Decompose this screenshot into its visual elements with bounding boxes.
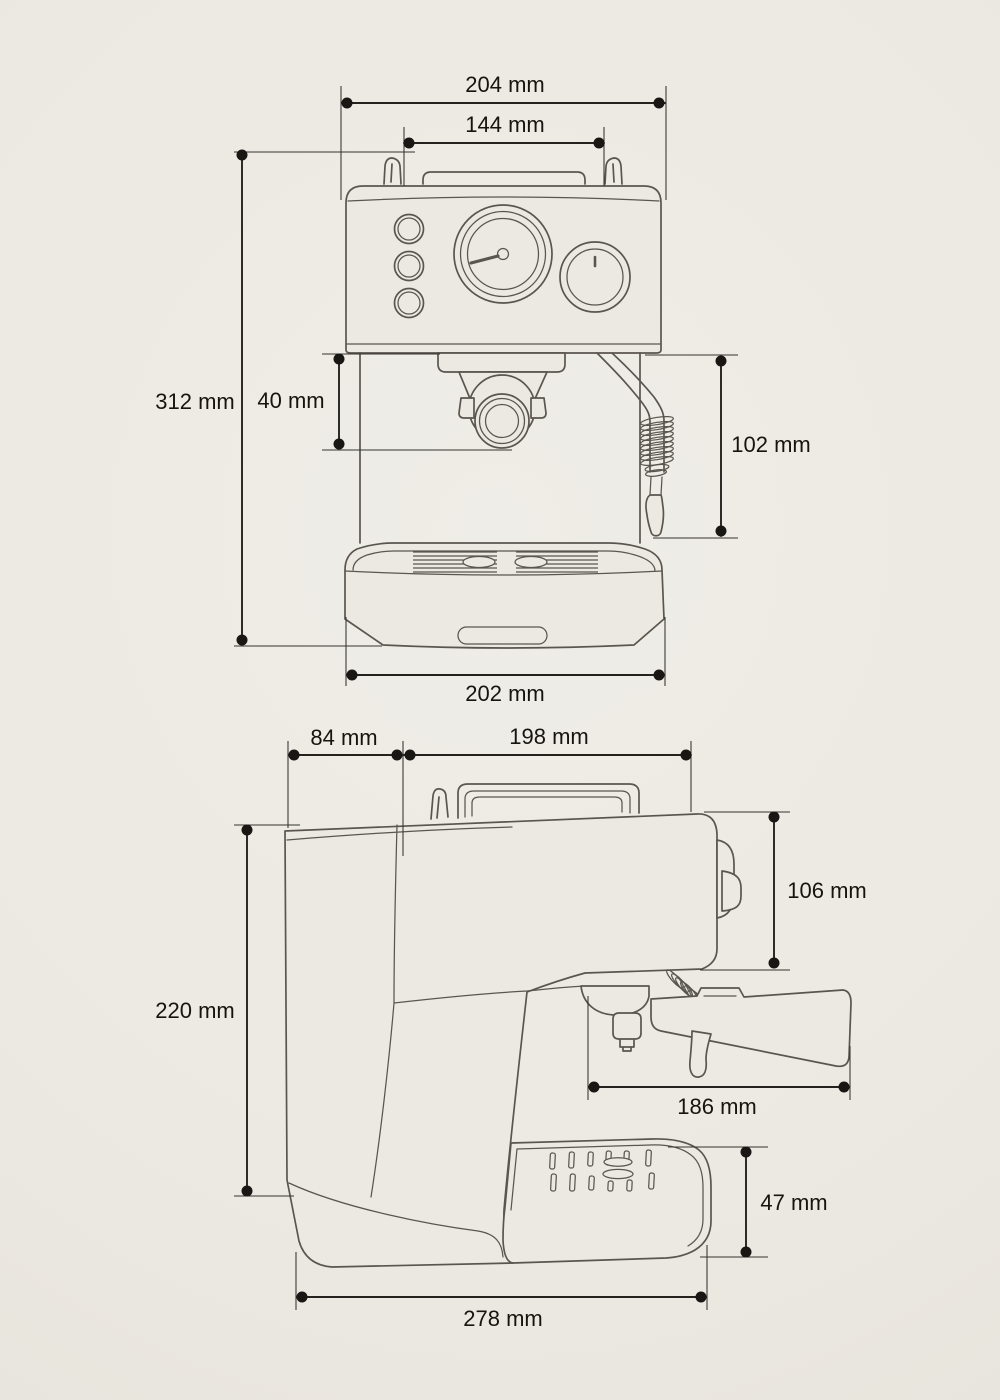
dim-label-body-height: 220 mm xyxy=(155,998,234,1023)
dim-side-head-section-height: 106 mm xyxy=(700,811,867,971)
dim-front-group-head-height: 40 mm xyxy=(257,353,512,451)
side-handle-large-outer xyxy=(457,783,640,819)
dim-label-overall-width: 204 mm xyxy=(465,72,544,97)
side-steam-tap xyxy=(612,1012,642,1052)
pressure-gauge xyxy=(453,204,553,304)
group-collar xyxy=(437,352,566,373)
side-portafilter-spout xyxy=(688,1030,712,1078)
front-dimensions: 204 mm 144 mm 312 mm 40 mm 102 mm xyxy=(155,72,810,706)
dim-label-head-section-height: 106 mm xyxy=(787,878,866,903)
dim-label-front-top-depth: 198 mm xyxy=(509,724,588,749)
side-counter-line xyxy=(393,985,585,1004)
dim-label-tank-lid-width: 144 mm xyxy=(465,112,544,137)
side-handle-small xyxy=(430,788,449,820)
tank-handle-right xyxy=(604,157,623,185)
dim-label-drip-tray-height: 47 mm xyxy=(760,1190,827,1215)
wand-spring xyxy=(640,415,674,477)
button-middle-inner xyxy=(397,254,421,278)
wand-tube xyxy=(596,352,665,473)
side-dimensions: 84 mm 198 mm 106 mm 220 mm 186 mm xyxy=(155,724,866,1331)
dim-front-tank-lid-width: 144 mm xyxy=(403,112,605,186)
dim-side-front-top-depth: 198 mm xyxy=(403,724,692,812)
side-portafilter xyxy=(650,987,852,1068)
side-cup-marker-top xyxy=(603,1157,633,1167)
base-rim xyxy=(352,550,656,572)
gauge-hub xyxy=(496,247,510,261)
front-view xyxy=(344,157,674,649)
tray-pull-slot xyxy=(457,626,548,645)
front-body-sides xyxy=(359,352,641,544)
dim-side-drip-tray-height: 47 mm xyxy=(668,1146,828,1258)
tank-handle-left xyxy=(383,157,402,185)
dim-side-rear-top-depth: 84 mm xyxy=(287,725,404,856)
front-head-unit xyxy=(345,185,662,354)
dim-side-body-height: 220 mm xyxy=(155,824,300,1197)
gauge-needle xyxy=(469,254,500,265)
dim-label-portafilter-reach: 186 mm xyxy=(677,1094,756,1119)
gauge-bezel xyxy=(453,204,553,304)
wand-tip xyxy=(645,494,665,537)
dim-label-overall-height: 312 mm xyxy=(155,389,234,414)
button-bottom-inner xyxy=(397,291,421,315)
side-knob-bump-inner xyxy=(721,870,742,912)
dim-front-overall-width: 204 mm xyxy=(340,72,667,200)
dim-front-steam-wand-height: 102 mm xyxy=(645,354,811,539)
button-middle xyxy=(393,250,425,282)
side-top-seam xyxy=(286,826,513,841)
side-body-outline xyxy=(284,813,718,1268)
base-outline xyxy=(344,542,665,649)
side-cup-marker-bottom xyxy=(602,1168,634,1180)
water-tank-lid xyxy=(422,171,586,185)
side-tray-outline xyxy=(502,1138,712,1264)
side-tray-rim xyxy=(510,1144,704,1247)
wand-lower-tube xyxy=(649,476,663,496)
portafilter-cup xyxy=(474,393,530,449)
side-handle-large-inner xyxy=(471,796,623,817)
gauge-ring xyxy=(459,210,547,298)
front-base xyxy=(344,542,665,649)
dim-label-overall-depth: 278 mm xyxy=(463,1306,542,1331)
group-head xyxy=(437,352,566,449)
side-skirt-line xyxy=(288,1182,504,1258)
dim-label-base-width: 202 mm xyxy=(465,681,544,706)
steam-knob xyxy=(559,241,631,313)
button-top-inner xyxy=(397,217,421,241)
dim-side-overall-depth: 278 mm xyxy=(295,1245,708,1331)
dim-label-group-head-height: 40 mm xyxy=(257,388,324,413)
cup-marker-left xyxy=(462,555,496,569)
button-column xyxy=(393,213,425,319)
portafilter-ring xyxy=(478,397,526,445)
dim-side-portafilter-reach: 186 mm xyxy=(587,996,851,1119)
knob-outer xyxy=(559,241,631,313)
dim-front-base-width: 202 mm xyxy=(345,617,666,706)
knob-inner xyxy=(566,248,624,306)
drip-grille xyxy=(413,551,598,573)
base-front-edge xyxy=(344,570,663,576)
side-handles xyxy=(430,783,640,820)
side-drip-tray xyxy=(502,1138,712,1264)
cup-marker-right xyxy=(514,555,548,569)
button-top xyxy=(393,213,425,245)
dim-front-overall-height: 312 mm xyxy=(155,149,415,647)
gauge-dial xyxy=(466,217,540,291)
side-group-housing xyxy=(580,985,650,1016)
dim-label-rear-top-depth: 84 mm xyxy=(310,725,377,750)
side-handle-large-mid xyxy=(464,790,631,818)
button-bottom xyxy=(393,287,425,319)
front-head-top-seam xyxy=(347,196,660,202)
portafilter-ring-inner xyxy=(484,403,520,439)
steam-wand xyxy=(596,352,674,537)
dim-label-steam-wand-height: 102 mm xyxy=(731,432,810,457)
portafilter-lugs xyxy=(458,397,547,419)
side-view xyxy=(284,783,852,1268)
